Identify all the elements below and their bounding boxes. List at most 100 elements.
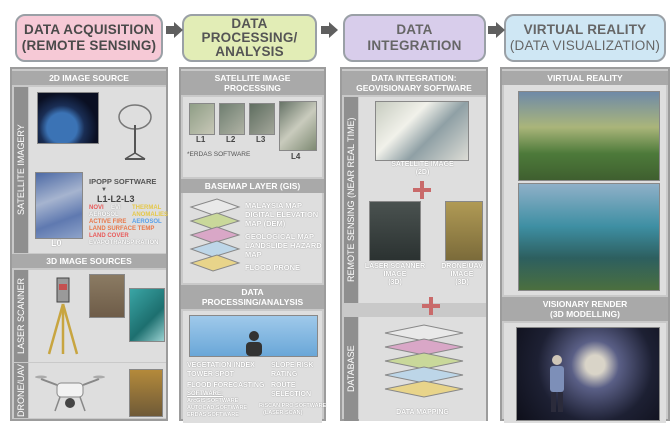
- laser-scanner-area: [29, 270, 166, 362]
- drone-area: [29, 363, 166, 418]
- erdas-note: *ERDAS SOFTWARE: [187, 151, 251, 158]
- panel-data-acquisition: 2D IMAGE SOURCE SATELLITE IMAGERY IPOPP …: [10, 67, 168, 421]
- caption-satellite-line1: SATELLITE IMAGE: [391, 161, 454, 168]
- caption-drone-image: DRONE/UAV IMAGE (3D): [437, 263, 487, 287]
- software-autocad: AUTOCAD SOFTWARE: [187, 405, 248, 411]
- side-rs-text: REMOTE SENSING (NEAR REAL TIME): [346, 117, 356, 283]
- vr-site-image: [518, 183, 660, 291]
- scan-result-image: [129, 288, 165, 342]
- drone-icon: [35, 375, 105, 412]
- satellite-scene-image: [35, 172, 83, 239]
- vr-area: [504, 85, 666, 295]
- header-data-processing: DATA PROCESSING/ ANALYSIS: [182, 14, 317, 62]
- satellite-earth-image: [37, 92, 99, 144]
- down-arrow-icon: ▼: [101, 187, 107, 193]
- side-label-remote-sensing: REMOTE SENSING (NEAR REAL TIME): [344, 97, 358, 303]
- level-l4-image: [279, 101, 317, 151]
- product-anomalies: ANOMALIES: [132, 212, 168, 218]
- label-l1: L1: [196, 135, 206, 144]
- layer-dem-line1: DIGITAL ELEVATION: [245, 210, 319, 219]
- ipopp-software-label: IPOPP SOFTWARE: [89, 177, 157, 186]
- label-l2: L2: [226, 135, 236, 144]
- layer-geological-map: GEOLOGICAL MAP: [245, 232, 315, 241]
- geovisionary-line1: DATA INTEGRATION:: [371, 73, 457, 83]
- panel-virtual-reality: VIRTUAL REALITY VISIONARY RENDER (3D MOD…: [500, 67, 670, 423]
- side-satellite-text: SATELLITE IMAGERY: [16, 124, 26, 216]
- data-layers-icon: [384, 324, 464, 398]
- sat-processing-line1: SATELLITE IMAGE: [214, 73, 291, 83]
- header-acquisition-line1: DATA ACQUISITION: [24, 22, 154, 37]
- label-l4: L4: [291, 152, 301, 161]
- drone-capture-image: [129, 369, 163, 417]
- header-virtual-reality: VIRTUAL REALITY (DATA VISUALIZATION): [504, 14, 666, 62]
- analysis-area: VEGETATION INDEX TOWER SPOT FLOOD FORECA…: [183, 311, 326, 423]
- 3d-modelling-image: [516, 327, 660, 421]
- header-processing-line2: PROCESSING/: [201, 30, 298, 45]
- layer-dem-line2: MAP (DEM): [245, 219, 286, 228]
- caption-laser-line2: IMAGE: [383, 271, 407, 278]
- sat-processing-line2: PROCESSING: [224, 83, 281, 93]
- layer-landslide-line2: MAP: [245, 250, 262, 259]
- basemap-area: MALAYSIA MAP DIGITAL ELEVATION MAP (DEM)…: [183, 193, 322, 283]
- panel-data-processing: SATELLITE IMAGE PROCESSING L1 L2 L3 L4 *…: [179, 67, 326, 423]
- software-erdas: ERDAS SOFTWARE: [187, 412, 239, 418]
- software-riscan-note: (LASER SCAN): [263, 410, 303, 416]
- drone-uav-image-3d: [445, 201, 483, 261]
- layer-flood-prone: FLOOD PRONE: [245, 263, 301, 272]
- header-processing-line3: ANALYSIS: [215, 44, 284, 59]
- header-data-integration: DATA INTEGRATION: [343, 14, 486, 62]
- processing-levels-label: L1-L2-L3: [97, 194, 135, 204]
- section-virtual-reality: VIRTUAL REALITY: [502, 71, 668, 85]
- analysis-tower-spot: TOWER SPOT: [187, 371, 234, 378]
- side-db-text: DATABASE: [346, 345, 356, 393]
- database-area: DATA MAPPING: [359, 317, 486, 421]
- product-land-surface-temp: LAND SURFACE TEMP: [89, 226, 155, 232]
- processing-line1: DATA: [241, 287, 264, 297]
- processing-line2: PROCESSING/ANALYSIS: [201, 297, 304, 307]
- analysis-slope-risk-line2: RATING: [271, 371, 298, 378]
- section-3d-image-sources: 3D IMAGE SOURCES: [12, 254, 166, 268]
- analysis-route-line2: SELECTION: [271, 391, 312, 398]
- caption-laser-line3: (3D): [388, 279, 402, 286]
- product-aerosol: AEROSOL: [89, 212, 119, 218]
- plus-icon: [413, 181, 431, 199]
- map-layers-icon: [189, 198, 241, 272]
- caption-drone-line1: DRONE/UAV: [441, 263, 483, 270]
- product-land-cover: LAND COVER: [89, 233, 129, 239]
- level-l3-image: [249, 103, 275, 135]
- header-processing-line1: DATA: [231, 16, 268, 31]
- product-aerosol-2: AEROSOL: [132, 219, 162, 225]
- level-l2-image: [219, 103, 245, 135]
- analysis-route-line1: ROUTE: [271, 382, 296, 389]
- render-line2: (3D MODELLING): [550, 309, 620, 319]
- side-laser-text: LASER SCANNER: [16, 277, 26, 355]
- caption-drone-line2: IMAGE: [450, 271, 474, 278]
- caption-satellite-line2: (2D): [415, 169, 430, 176]
- side-label-laser-scanner: LASER SCANNER: [14, 270, 28, 362]
- caption-laser-line1: LASER SCANNER: [364, 263, 426, 270]
- satellite-image-2d: [375, 101, 469, 161]
- satellite-processing-area: L1 L2 L3 L4 *ERDAS SOFTWARE: [183, 97, 322, 177]
- software-label: SOFTWARE:: [187, 391, 223, 397]
- side-label-satellite-imagery: SATELLITE IMAGERY: [14, 87, 28, 253]
- geovisionary-line2: GEOVISIONARY SOFTWARE: [356, 83, 472, 93]
- satellite-imagery-area: IPOPP SOFTWARE ▼ L1-L2-L3 NOVI EVI THERM…: [29, 87, 168, 253]
- section-2d-image-source: 2D IMAGE SOURCE: [12, 71, 166, 85]
- antenna-dish-icon: [118, 104, 152, 160]
- level-l0-label: L0: [51, 238, 62, 248]
- scan-site-image: [89, 274, 125, 318]
- caption-drone-line3: (3D): [455, 279, 469, 286]
- analysis-flood-forecasting: FLOOD FORECASTING: [187, 382, 265, 389]
- software-riscan: RiSCAN PRO SOFTWARE: [259, 403, 327, 409]
- label-l3: L3: [256, 135, 266, 144]
- section-geovisionary: DATA INTEGRATION: GEOVISIONARY SOFTWARE: [342, 71, 486, 95]
- analysis-slope-risk-line1: SLOPE RISK: [271, 362, 314, 369]
- analysis-vegetation-index: VEGETATION INDEX: [187, 362, 255, 369]
- render-area: [504, 323, 666, 423]
- layer-malaysia-map: MALAYSIA MAP: [245, 201, 302, 210]
- layer-landslide-line1: LANDSLIDE HAZARD: [245, 241, 322, 250]
- product-thermal: THERMAL: [132, 205, 162, 211]
- person-icon: [246, 331, 262, 356]
- section-data-processing-analysis: DATA PROCESSING/ANALYSIS: [181, 285, 324, 309]
- laser-scanner-tripod-icon: [47, 277, 79, 355]
